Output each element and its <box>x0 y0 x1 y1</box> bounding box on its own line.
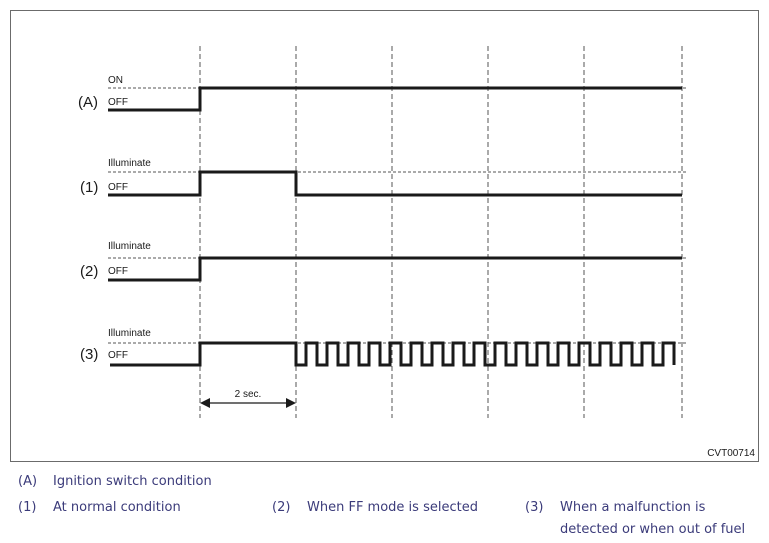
row-label: (2) <box>80 263 98 280</box>
row-label: (A) <box>78 94 98 111</box>
low-state-label: OFF <box>108 97 128 108</box>
diagram-frame <box>10 10 759 462</box>
row-3: (3) Illuminate OFF <box>80 328 688 367</box>
row-label: (1) <box>80 179 98 196</box>
legend-item-A: (A) Ignition switch condition <box>18 471 212 493</box>
legend-item-2: (2) When FF mode is selected <box>272 497 478 519</box>
duration-indicator: 2 sec. <box>200 389 296 408</box>
high-state-label: Illuminate <box>108 328 151 339</box>
duration-label: 2 sec. <box>235 389 262 400</box>
high-state-label: Illuminate <box>108 241 151 252</box>
high-state-label: Illuminate <box>108 158 151 169</box>
low-state-label: OFF <box>108 266 128 277</box>
ff-mode-trace <box>108 256 682 282</box>
high-state-label: ON <box>108 75 123 86</box>
legend-text-continued: detected or when out of fuel <box>560 522 746 537</box>
figure-code: CVT00714 <box>707 448 755 459</box>
legend-key: (2) <box>272 500 291 515</box>
legend-key: (A) <box>18 474 38 489</box>
legend-text: When a malfunction is <box>560 500 706 515</box>
legend-text: Ignition switch condition <box>53 474 212 489</box>
low-state-label: OFF <box>108 350 128 361</box>
row-2: (2) Illuminate OFF <box>80 241 688 282</box>
arrow-left-head <box>200 398 210 408</box>
row-1: (1) Illuminate OFF <box>80 158 688 197</box>
legend-item-3: (3) When a malfunction is detected or whe… <box>525 497 745 541</box>
legend-key: (1) <box>18 500 37 515</box>
malfunction-blink-trace <box>110 341 676 367</box>
row-label: (3) <box>80 346 98 363</box>
ignition-signal-trace <box>108 86 682 112</box>
legend-text: When FF mode is selected <box>307 500 478 515</box>
normal-condition-trace <box>108 170 682 197</box>
legend-key: (3) <box>525 500 544 515</box>
legend-text: At normal condition <box>53 500 181 515</box>
row-A: (A) ON OFF <box>78 75 688 112</box>
time-gridlines <box>199 46 683 418</box>
low-state-label: OFF <box>108 182 128 193</box>
arrow-right-head <box>286 398 296 408</box>
legend-item-1: (1) At normal condition <box>18 497 181 519</box>
